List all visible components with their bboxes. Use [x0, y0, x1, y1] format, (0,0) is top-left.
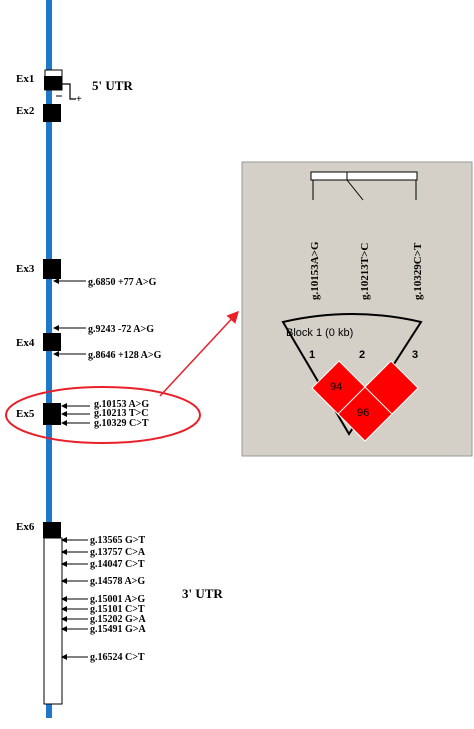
haploview-panel: g.10153A>G g.10213T>C g.10329C>T Block 1… — [241, 161, 473, 457]
marker-number: 1 — [309, 349, 315, 361]
exon-label-3: Ex3 — [16, 263, 35, 275]
marker-connector — [346, 179, 364, 201]
utr3-box — [43, 537, 63, 705]
ld-value: 94 — [330, 381, 342, 393]
ld-block-outline — [281, 313, 423, 436]
block-label: Block 1 (0 kb) — [286, 327, 353, 339]
exon-label-2: Ex2 — [16, 105, 35, 117]
variant-label: g.16524 C>T — [90, 652, 145, 663]
gene-line — [46, 0, 52, 718]
variant-label: g.14578 A>G — [90, 576, 145, 587]
utr3-label: 3' UTR — [182, 586, 223, 601]
ld-value: 96 — [357, 407, 369, 419]
exon-3-box — [43, 259, 61, 279]
tss-plus-icon: + — [76, 94, 82, 105]
exon-6-box — [43, 522, 61, 538]
marker-number: 2 — [359, 349, 365, 361]
variant-label: g.10213 T>C — [94, 408, 148, 419]
marker-position-bar — [310, 171, 418, 181]
marker-name: g.10329C>T — [412, 242, 424, 300]
exon-1-box — [44, 76, 62, 90]
callout-arrow — [159, 310, 240, 397]
exon-4-box — [43, 333, 61, 351]
transcription-start-arrow — [62, 83, 76, 100]
variant-label: g.10153 A>G — [94, 399, 149, 410]
variant-label: g.15001 A>G — [90, 594, 145, 605]
exon-2-box — [43, 104, 61, 122]
variant-label: g.13757 C>A — [90, 547, 146, 558]
variant-label: g.10329 C>T — [94, 418, 149, 429]
exon-5-box — [43, 403, 61, 425]
highlight-ellipse — [5, 386, 201, 444]
variant-label: g.15202 G>A — [90, 614, 146, 625]
marker-name: g.10153A>G — [309, 241, 321, 300]
variant-label: g.9243 -72 A>G — [88, 324, 154, 335]
variant-label: g.15101 C>T — [90, 604, 145, 615]
exon-label-6: Ex6 — [16, 521, 35, 533]
variant-label: g.8646 +128 A>G — [88, 350, 162, 361]
marker-name: g.10213T>C — [359, 243, 371, 300]
exon-label-1: Ex1 — [16, 73, 34, 85]
variant-label: g.6850 +77 A>G — [88, 277, 157, 288]
exon-label-4: Ex4 — [16, 337, 35, 349]
variant-label: g.13565 G>T — [90, 535, 145, 546]
marker-number: 3 — [412, 349, 418, 361]
utr5-label: 5' UTR — [92, 78, 133, 93]
exon-label-5: Ex5 — [16, 408, 35, 420]
variant-label: g.14047 C>T — [90, 559, 145, 570]
variant-label: g.15491 G>A — [90, 624, 146, 635]
ld-cell — [337, 386, 393, 442]
